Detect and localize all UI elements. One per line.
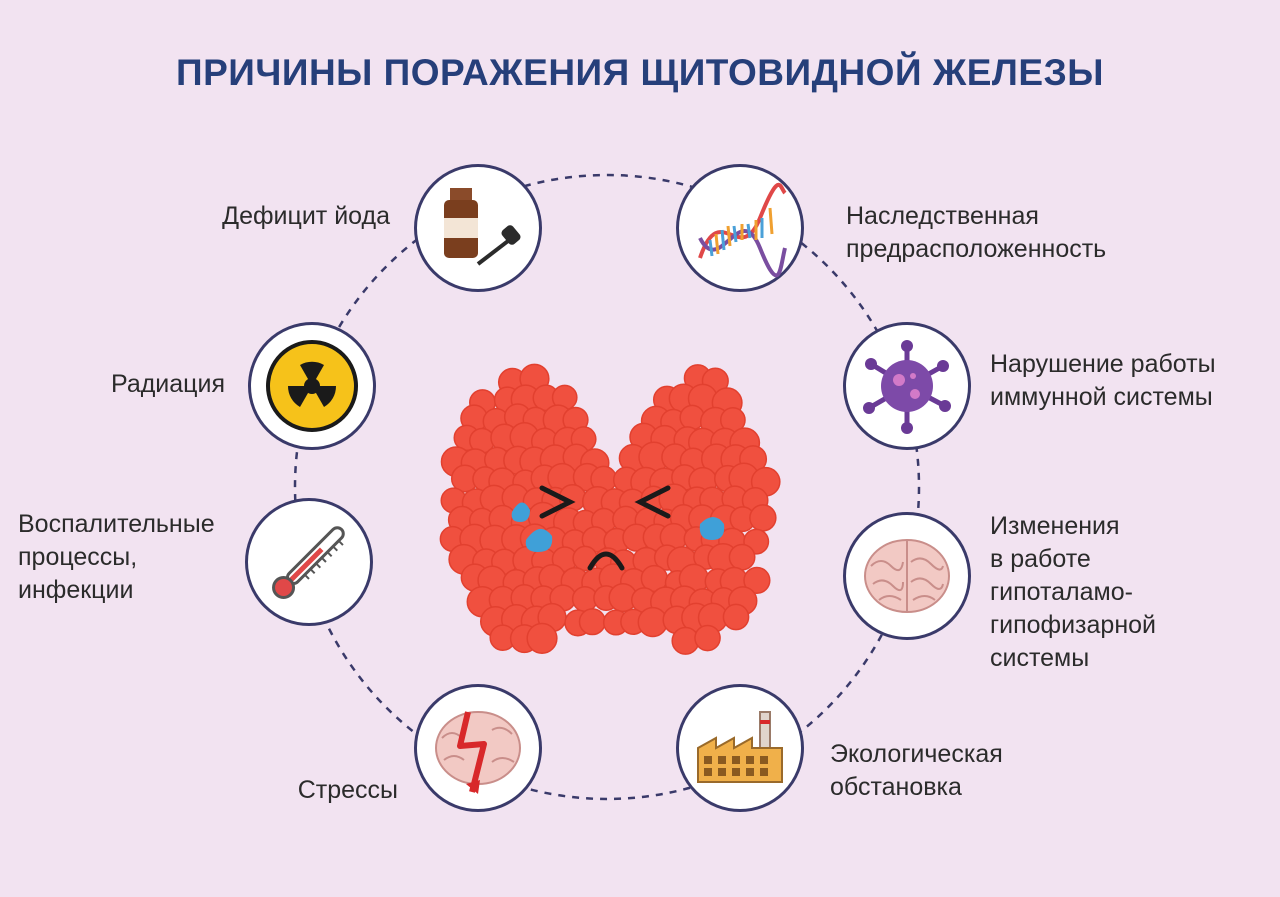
gland-cell xyxy=(728,543,756,571)
label-hypothalamic-pituitary: Изменения в работе гипоталамо- гипофизар… xyxy=(990,512,1157,672)
gland-cell xyxy=(526,622,558,654)
brain-icon xyxy=(843,512,971,640)
label-heredity: Наследственная предрасположенность xyxy=(846,202,1107,263)
virus-icon xyxy=(843,322,971,450)
gland-cell xyxy=(749,504,777,532)
dna-icon xyxy=(676,164,804,292)
tears xyxy=(511,502,725,552)
gland-cell xyxy=(578,608,606,636)
label-iodine-deficiency: Дефицит йода xyxy=(222,202,390,230)
gland-cell xyxy=(722,603,750,631)
label-radiation: Радиация xyxy=(110,370,225,398)
label-stress: Стрессы xyxy=(297,776,398,804)
iodine-bottle-dropper-icon xyxy=(414,164,542,292)
thyroid-gland-illustration xyxy=(439,363,781,655)
gland-cell xyxy=(743,566,771,595)
label-inflammation: Воспалительные процессы, инфекции xyxy=(18,510,215,604)
label-immune-disorder: Нарушение работы иммунной системы xyxy=(990,350,1216,411)
gland-cell xyxy=(694,624,721,652)
crying-face xyxy=(539,485,671,571)
page-title: ПРИЧИНЫ ПОРАЖЕНИЯ ЩИТОВИДНОЙ ЖЕЛЕЗЫ xyxy=(176,52,1104,93)
thermometer-icon xyxy=(245,498,373,626)
label-ecology: Экологическая обстановка xyxy=(830,740,1003,801)
radiation-icon xyxy=(248,322,376,450)
brain-lightning-icon xyxy=(414,684,542,812)
factory-icon xyxy=(676,684,804,812)
